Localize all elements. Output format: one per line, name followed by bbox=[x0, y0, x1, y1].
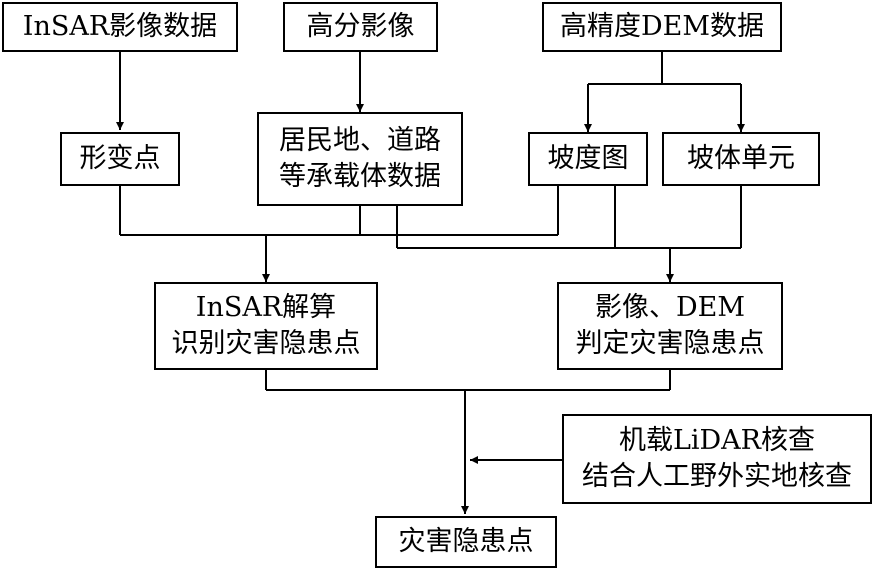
node-insar-solve-line2: 识别灾害隐患点 bbox=[171, 328, 361, 359]
node-insar-solve: InSAR解算 识别灾害隐患点 bbox=[154, 282, 378, 370]
node-dem-data-label: 高精度DEM数据 bbox=[559, 11, 764, 42]
node-insar-data-label: InSAR影像数据 bbox=[22, 11, 218, 42]
node-image-dem-judge: 影像、DEM 判定灾害隐患点 bbox=[557, 282, 783, 370]
node-hazard-points-label: 灾害隐患点 bbox=[398, 526, 534, 557]
node-lidar-check-line1: 机载LiDAR核查 bbox=[618, 425, 816, 456]
node-image-dem-judge-line1: 影像、DEM bbox=[594, 292, 745, 323]
node-slope-map-label: 坡度图 bbox=[547, 143, 629, 174]
node-hires-image-label: 高分影像 bbox=[306, 11, 415, 42]
node-slope-unit: 坡体单元 bbox=[662, 132, 820, 186]
node-lidar-check-line2: 结合人工野外实地核查 bbox=[582, 461, 852, 492]
node-slope-unit-label: 坡体单元 bbox=[687, 143, 795, 174]
node-slope-map: 坡度图 bbox=[528, 132, 648, 186]
node-deformation-points: 形变点 bbox=[60, 132, 180, 186]
node-hazard-points: 灾害隐患点 bbox=[375, 516, 557, 568]
node-residential-roads-line2: 等承载体数据 bbox=[279, 161, 441, 192]
node-residential-roads: 居民地、道路 等承载体数据 bbox=[257, 112, 463, 206]
node-image-dem-judge-line2: 判定灾害隐患点 bbox=[575, 328, 765, 359]
node-dem-data: 高精度DEM数据 bbox=[542, 2, 782, 52]
node-hires-image: 高分影像 bbox=[283, 2, 438, 52]
node-insar-data: InSAR影像数据 bbox=[2, 2, 238, 52]
node-insar-solve-line1: InSAR解算 bbox=[195, 292, 337, 323]
node-deformation-points-label: 形变点 bbox=[79, 143, 161, 174]
node-residential-roads-line1: 居民地、道路 bbox=[279, 125, 441, 156]
node-lidar-check: 机载LiDAR核查 结合人工野外实地核查 bbox=[562, 414, 872, 504]
